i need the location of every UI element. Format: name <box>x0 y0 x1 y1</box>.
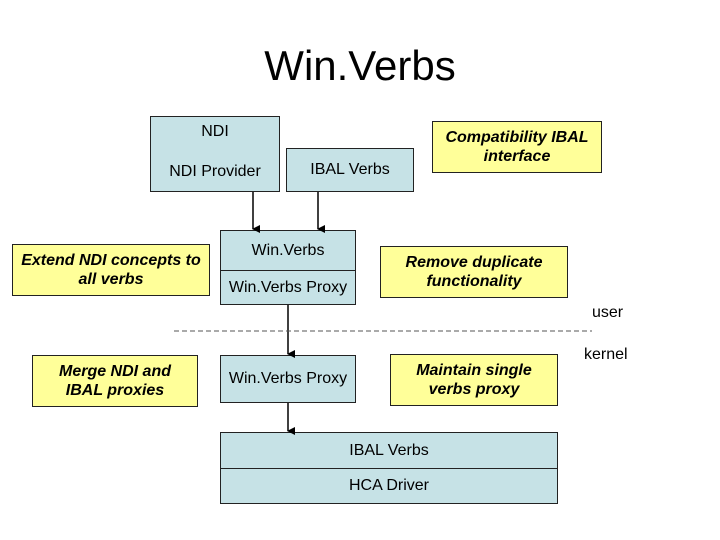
maintain-proxy-box: Maintain single verbs proxy <box>390 354 558 406</box>
ndi-provider-block: NDI NDI Provider <box>150 116 280 192</box>
user-label: user <box>592 304 624 321</box>
page-title: Win.Verbs <box>264 42 456 89</box>
ibal-verbs-top-box: IBAL Verbs <box>286 148 414 192</box>
ndi-provider-box: NDI Provider <box>169 163 261 180</box>
remove-duplicate-box: Remove duplicate functionality <box>380 246 568 298</box>
kernel-label: kernel <box>584 346 628 363</box>
ibal-verbs-bottom-box: IBAL Verbs <box>221 433 557 469</box>
merge-proxies-box: Merge NDI and IBAL proxies <box>32 355 198 407</box>
winverbs-stack: Win.Verbs Win.Verbs Proxy <box>220 230 356 305</box>
winverbs-proxy-kernel-box: Win.Verbs Proxy <box>220 355 356 403</box>
hca-driver-box: HCA Driver <box>348 477 429 494</box>
compat-ibal-interface-box: Compatibility IBAL interface <box>432 121 602 173</box>
extend-ndi-box: Extend NDI concepts to all verbs <box>12 244 210 296</box>
winverbs-proxy-top-box: Win.Verbs Proxy <box>228 279 348 296</box>
ibal-hca-stack: IBAL Verbs HCA Driver <box>220 432 558 504</box>
winverbs-box: Win.Verbs <box>221 231 355 271</box>
ndi-box: NDI <box>201 123 229 140</box>
